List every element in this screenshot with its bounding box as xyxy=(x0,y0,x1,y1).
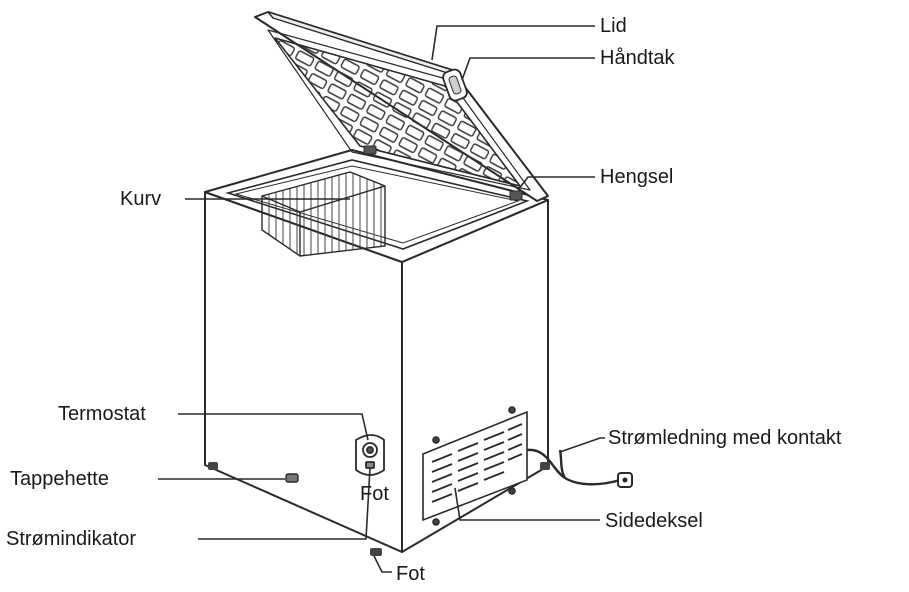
label-handle: Håndtak xyxy=(600,47,675,69)
leader-power-cord xyxy=(559,437,605,453)
label-basket: Kurv xyxy=(120,188,161,210)
plug-icon xyxy=(617,472,633,488)
drain-plug xyxy=(285,473,299,483)
leader-foot xyxy=(373,555,392,573)
label-lid: Lid xyxy=(600,15,627,37)
leader-side-cover xyxy=(454,487,600,521)
labels: Lid Håndtak Hengsel Kurv Termostat Tappe… xyxy=(6,15,842,585)
label-thermostat: Termostat xyxy=(58,403,146,425)
leader-lines xyxy=(158,25,605,573)
leader-handle xyxy=(461,57,595,81)
leader-power-indicator xyxy=(198,467,371,540)
leader-lid xyxy=(431,25,595,61)
hinge xyxy=(363,145,523,201)
lid-inner-panel xyxy=(274,37,521,187)
lid xyxy=(254,11,549,202)
feet xyxy=(208,462,550,556)
leader-thermostat xyxy=(178,413,369,441)
label-hinge: Hengsel xyxy=(600,166,673,188)
label-side-cover: Sidedeksel xyxy=(605,510,703,532)
handle xyxy=(442,68,468,102)
leader-hinge xyxy=(517,176,595,191)
side-cover xyxy=(422,406,528,526)
basket xyxy=(261,171,386,257)
label-power-cord: Strømledning med kontakt xyxy=(608,427,842,449)
label-power-indicator: Strømindikator xyxy=(6,528,136,550)
label-foot-upper: Fot xyxy=(360,483,389,505)
label-foot-lower: Fot xyxy=(396,563,425,585)
label-drain-plug: Tappehette xyxy=(10,468,109,490)
